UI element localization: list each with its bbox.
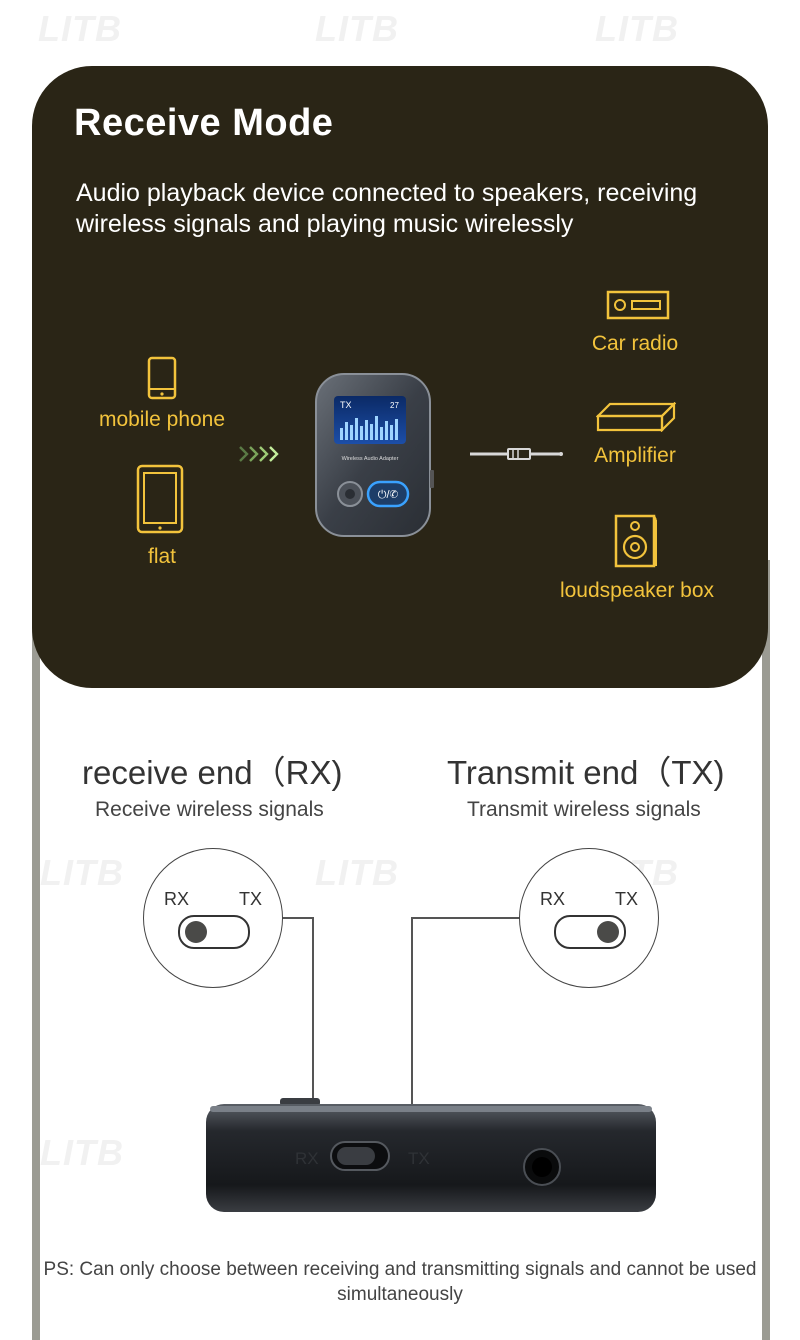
device-screen-tx: TX <box>340 400 352 410</box>
watermark: LITB <box>315 852 399 893</box>
switch-label-tx: TX <box>614 889 638 909</box>
amplifier-icon <box>596 402 676 432</box>
source-label-phone: mobile phone <box>98 408 226 431</box>
panel-title: Receive Mode <box>74 102 334 144</box>
switch-label-rx: RX <box>540 889 566 909</box>
phone-icon <box>147 356 177 400</box>
panel-description: Audio playback device connected to speak… <box>76 179 698 238</box>
footnote: PS: Can only choose between receiving an… <box>43 1259 757 1305</box>
output-label-amplifier: Amplifier <box>594 444 676 467</box>
tx-switch-zoom-circle: RX TX <box>519 848 659 988</box>
source-label-flat: flat <box>147 545 176 568</box>
switch-knob <box>185 921 207 943</box>
rx-mode-title: receive end（RX) <box>82 754 343 791</box>
switch-label-tx: TX <box>238 889 262 909</box>
svg-text:⏻/✆: ⏻/✆ <box>378 489 399 501</box>
device-label-tx: TX <box>408 1149 430 1168</box>
chevrons-right-icon <box>239 446 279 462</box>
switch-label-rx: RX <box>164 889 190 909</box>
aux-cable-icon <box>470 448 563 460</box>
receive-mode-panel: Receive Mode Audio playback device conne… <box>32 66 768 688</box>
watermark: LITB <box>38 8 122 49</box>
watermark: LITB <box>595 8 679 49</box>
output-label-speaker: loudspeaker box <box>559 579 715 602</box>
switch-knob <box>597 921 619 943</box>
tx-mode-title: Transmit end（TX) <box>447 754 725 791</box>
tablet-icon <box>136 464 184 534</box>
watermark: LITB <box>40 852 124 893</box>
tx-leader-line <box>412 917 522 919</box>
car-radio-icon <box>606 290 670 320</box>
watermark: LITB <box>315 8 399 49</box>
device-side-view: RX TX <box>206 1098 656 1212</box>
device-caption: Wireless Audio Adapter <box>342 456 399 462</box>
device-label-rx: RX <box>295 1149 319 1168</box>
speaker-icon <box>614 514 657 568</box>
output-label-car-radio: Car radio <box>591 332 679 355</box>
tx-mode-subtitle: Transmit wireless signals <box>467 798 701 821</box>
watermark: LITB <box>40 1132 124 1173</box>
rx-switch-zoom-circle: RX TX <box>143 848 283 988</box>
tx-leader-line-vertical <box>411 917 413 1157</box>
rx-leader-line-vertical <box>312 917 314 1157</box>
mode-switch-rx-position <box>178 915 250 949</box>
frame-right-line <box>762 560 770 1340</box>
device-screen-number: 27 <box>390 401 399 410</box>
frame-left-line <box>32 560 40 1340</box>
rx-leader-line <box>280 917 313 919</box>
audio-adapter-device-icon: TX 27 Wireless Audio Adapter ⏻/✆ <box>315 373 434 537</box>
mode-switch-tx-position <box>554 915 626 949</box>
rx-mode-subtitle: Receive wireless signals <box>95 798 324 821</box>
